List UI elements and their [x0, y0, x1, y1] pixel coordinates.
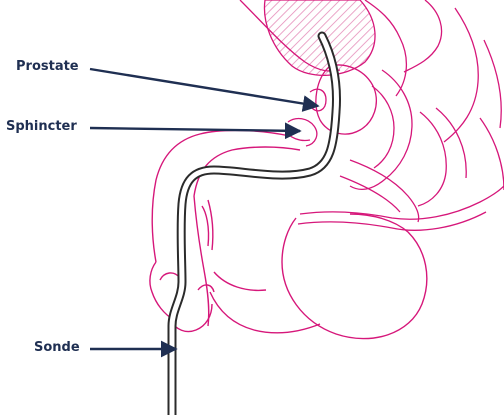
- sonde-label: Sonde: [34, 340, 80, 355]
- penis: [150, 130, 300, 331]
- sphincter-label: Sphincter: [6, 119, 77, 134]
- prostate-label: Prostate: [16, 59, 79, 74]
- scrotum: [210, 214, 427, 339]
- sphincter-arrow: [90, 128, 300, 131]
- sphincter-muscle: [284, 119, 317, 146]
- prostate-arrow: [90, 69, 318, 106]
